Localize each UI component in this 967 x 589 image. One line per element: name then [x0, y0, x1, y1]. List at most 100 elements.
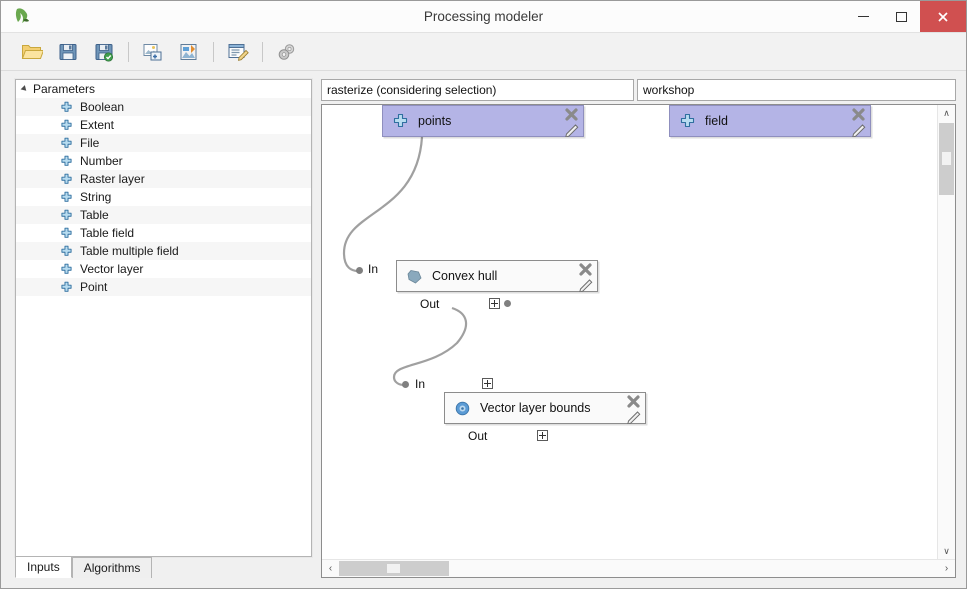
tree-item-label: Raster layer — [80, 172, 145, 186]
tree-item-label: String — [80, 190, 112, 204]
scroll-up-arrow-icon[interactable]: ∧ — [943, 107, 950, 118]
export-image-icon — [143, 43, 162, 60]
export-png-icon — [180, 43, 197, 60]
tree-item-extent[interactable]: Extent — [16, 116, 311, 134]
node-label: Vector layer bounds — [480, 401, 591, 415]
plus-parameter-icon — [60, 191, 73, 204]
tab-inputs[interactable]: Inputs — [15, 556, 72, 578]
convex-hull-out-dot[interactable] — [504, 300, 511, 307]
expander-triangle-icon[interactable] — [20, 85, 29, 93]
vector-bounds-in-dot[interactable] — [402, 381, 409, 388]
window-controls — [844, 1, 966, 32]
pencil-edit-icon — [579, 279, 593, 293]
tree-item-vector-layer[interactable]: Vector layer — [16, 260, 311, 278]
group-name-input[interactable] — [637, 79, 956, 101]
tree-item-label: Table multiple field — [80, 244, 179, 258]
vector-bounds-out-expand[interactable] — [537, 430, 548, 441]
close-x-icon — [627, 395, 640, 408]
tree-item-label: Point — [80, 280, 108, 294]
tree-root-parameters[interactable]: Parameters — [16, 80, 311, 98]
plus-parameter-icon — [60, 173, 73, 186]
model-node-points[interactable]: points — [382, 105, 584, 138]
maximize-button[interactable] — [882, 1, 920, 32]
tree-item-label: Table — [80, 208, 109, 222]
convex-hull-in-label: In — [368, 262, 379, 276]
model-canvas[interactable]: points — [322, 105, 937, 559]
tree-item-string[interactable]: String — [16, 188, 311, 206]
close-button[interactable] — [920, 1, 966, 32]
node-tools — [577, 262, 594, 293]
open-model-button[interactable] — [15, 36, 49, 68]
folder-open-icon — [21, 44, 43, 59]
convex-hull-out-expand[interactable] — [489, 298, 500, 309]
scroll-down-arrow-icon[interactable]: ∨ — [943, 545, 950, 556]
pencil-edit-icon — [852, 124, 866, 138]
scroll-left-arrow-icon[interactable]: ‹ — [328, 563, 333, 574]
plus-parameter-icon — [60, 245, 73, 258]
plus-parameter-icon — [60, 101, 73, 114]
minimize-button[interactable] — [844, 1, 882, 32]
tree-item-label: Boolean — [80, 100, 125, 114]
vector-bounds-in-expand[interactable] — [482, 378, 493, 389]
close-x-icon — [852, 108, 865, 121]
canvas-horizontal-scrollbar[interactable]: ‹ › — [322, 559, 955, 577]
tree-item-label: File — [80, 136, 100, 150]
convex-hull-in-dot[interactable] — [356, 267, 363, 274]
connector-links — [342, 136, 468, 387]
tree-item-label: Extent — [80, 118, 115, 132]
tree-item-table[interactable]: Table — [16, 206, 311, 224]
export-png-button[interactable] — [172, 36, 206, 68]
canvas-vertical-scrollbar[interactable]: ∧ ∨ — [937, 105, 955, 559]
plus-parameter-icon — [60, 281, 73, 294]
tree-item-raster-layer[interactable]: Raster layer — [16, 170, 311, 188]
save-model-button[interactable] — [51, 36, 85, 68]
convex-hull-polygon-icon — [406, 268, 423, 285]
tab-algorithms[interactable]: Algorithms — [71, 557, 153, 578]
tree-item-point[interactable]: Point — [16, 278, 311, 296]
save-model-as-button[interactable] — [87, 36, 121, 68]
plus-parameter-icon — [60, 155, 73, 168]
scroll-right-arrow-icon[interactable]: › — [944, 563, 949, 574]
tree-item-file[interactable]: File — [16, 134, 311, 152]
model-node-field[interactable]: field — [669, 105, 871, 138]
model-node-convex-hull[interactable]: Convex hull — [396, 260, 598, 293]
node-tools — [625, 394, 642, 425]
gears-run-icon — [278, 43, 295, 60]
run-model-button[interactable] — [270, 36, 304, 68]
plus-parameter-icon — [60, 227, 73, 240]
model-name-input[interactable] — [321, 79, 634, 101]
edit-help-button[interactable] — [221, 36, 255, 68]
plus-parameter-icon — [679, 113, 696, 130]
panel-tabs: Inputs Algorithms — [15, 556, 312, 578]
vertical-scroll-thumb[interactable] — [939, 123, 954, 195]
floppy-save-icon — [59, 43, 77, 60]
tree-item-table-field[interactable]: Table field — [16, 224, 311, 242]
main-toolbar — [1, 33, 966, 71]
qgis-logo-icon — [11, 6, 37, 28]
tree-item-boolean[interactable]: Boolean — [16, 98, 311, 116]
close-icon — [938, 11, 948, 22]
plus-parameter-icon — [60, 137, 73, 150]
tree-item-table-multiple-field[interactable]: Table multiple field — [16, 242, 311, 260]
model-node-vector-layer-bounds[interactable]: Vector layer bounds — [444, 392, 646, 425]
edit-help-icon — [228, 43, 249, 61]
tree-item-label: Table field — [80, 226, 135, 240]
plus-parameter-icon — [392, 113, 409, 130]
node-label: points — [418, 114, 452, 128]
convex-hull-out-label: Out — [420, 297, 440, 311]
plus-parameter-icon — [60, 209, 73, 222]
horizontal-scroll-thumb[interactable] — [339, 561, 449, 576]
toolbar-separator — [128, 41, 129, 62]
node-label: Convex hull — [432, 269, 498, 283]
vector-bounds-in-label: In — [415, 377, 426, 391]
tree-item-number[interactable]: Number — [16, 152, 311, 170]
tree-root-label: Parameters — [33, 82, 96, 96]
vector-bounds-out-label: Out — [468, 429, 488, 443]
export-image-button[interactable] — [136, 36, 170, 68]
node-tools — [563, 107, 580, 138]
gear-algorithm-icon — [454, 400, 471, 417]
